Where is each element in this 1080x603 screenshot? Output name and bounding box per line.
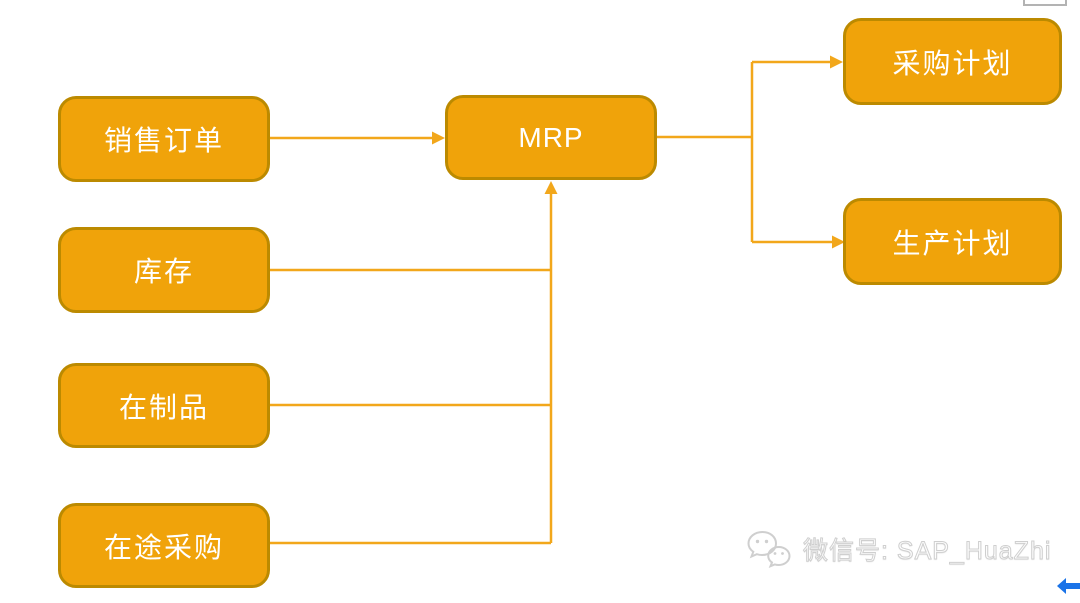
node-production-plan-label: 生产计划 (892, 227, 1013, 259)
node-mrp-label: MRP (518, 121, 584, 153)
node-purchase-plan: 采购计划 (843, 18, 1062, 105)
node-production-plan: 生产计划 (843, 198, 1062, 285)
node-mrp: MRP (445, 95, 657, 180)
node-work-in-progress-label: 在制品 (118, 391, 209, 423)
node-inventory: 库存 (58, 227, 270, 313)
node-in-transit-purchase-label: 在途采购 (103, 531, 224, 563)
arrowhead-into-purchase-plan (830, 55, 843, 69)
node-sales-order: 销售订单 (58, 96, 270, 182)
arrowhead-into-production-plan (832, 235, 845, 249)
node-sales-order-label: 销售订单 (103, 125, 224, 156)
node-inventory-label: 库存 (133, 256, 194, 287)
watermark: 微信号: SAP_HuaZhi (745, 526, 1051, 572)
window-corner-fragment (1023, 0, 1067, 6)
back-arrow-icon[interactable] (1056, 577, 1080, 594)
node-purchase-plan-label: 采购计划 (892, 47, 1013, 79)
arrowhead-into-mrp-left (432, 131, 445, 145)
node-work-in-progress: 在制品 (58, 363, 270, 448)
arrowhead-into-mrp-bottom (544, 181, 558, 194)
watermark-text: 微信号: SAP_HuaZhi (802, 537, 1052, 566)
node-in-transit-purchase: 在途采购 (58, 503, 270, 588)
wechat-icon (747, 530, 791, 569)
